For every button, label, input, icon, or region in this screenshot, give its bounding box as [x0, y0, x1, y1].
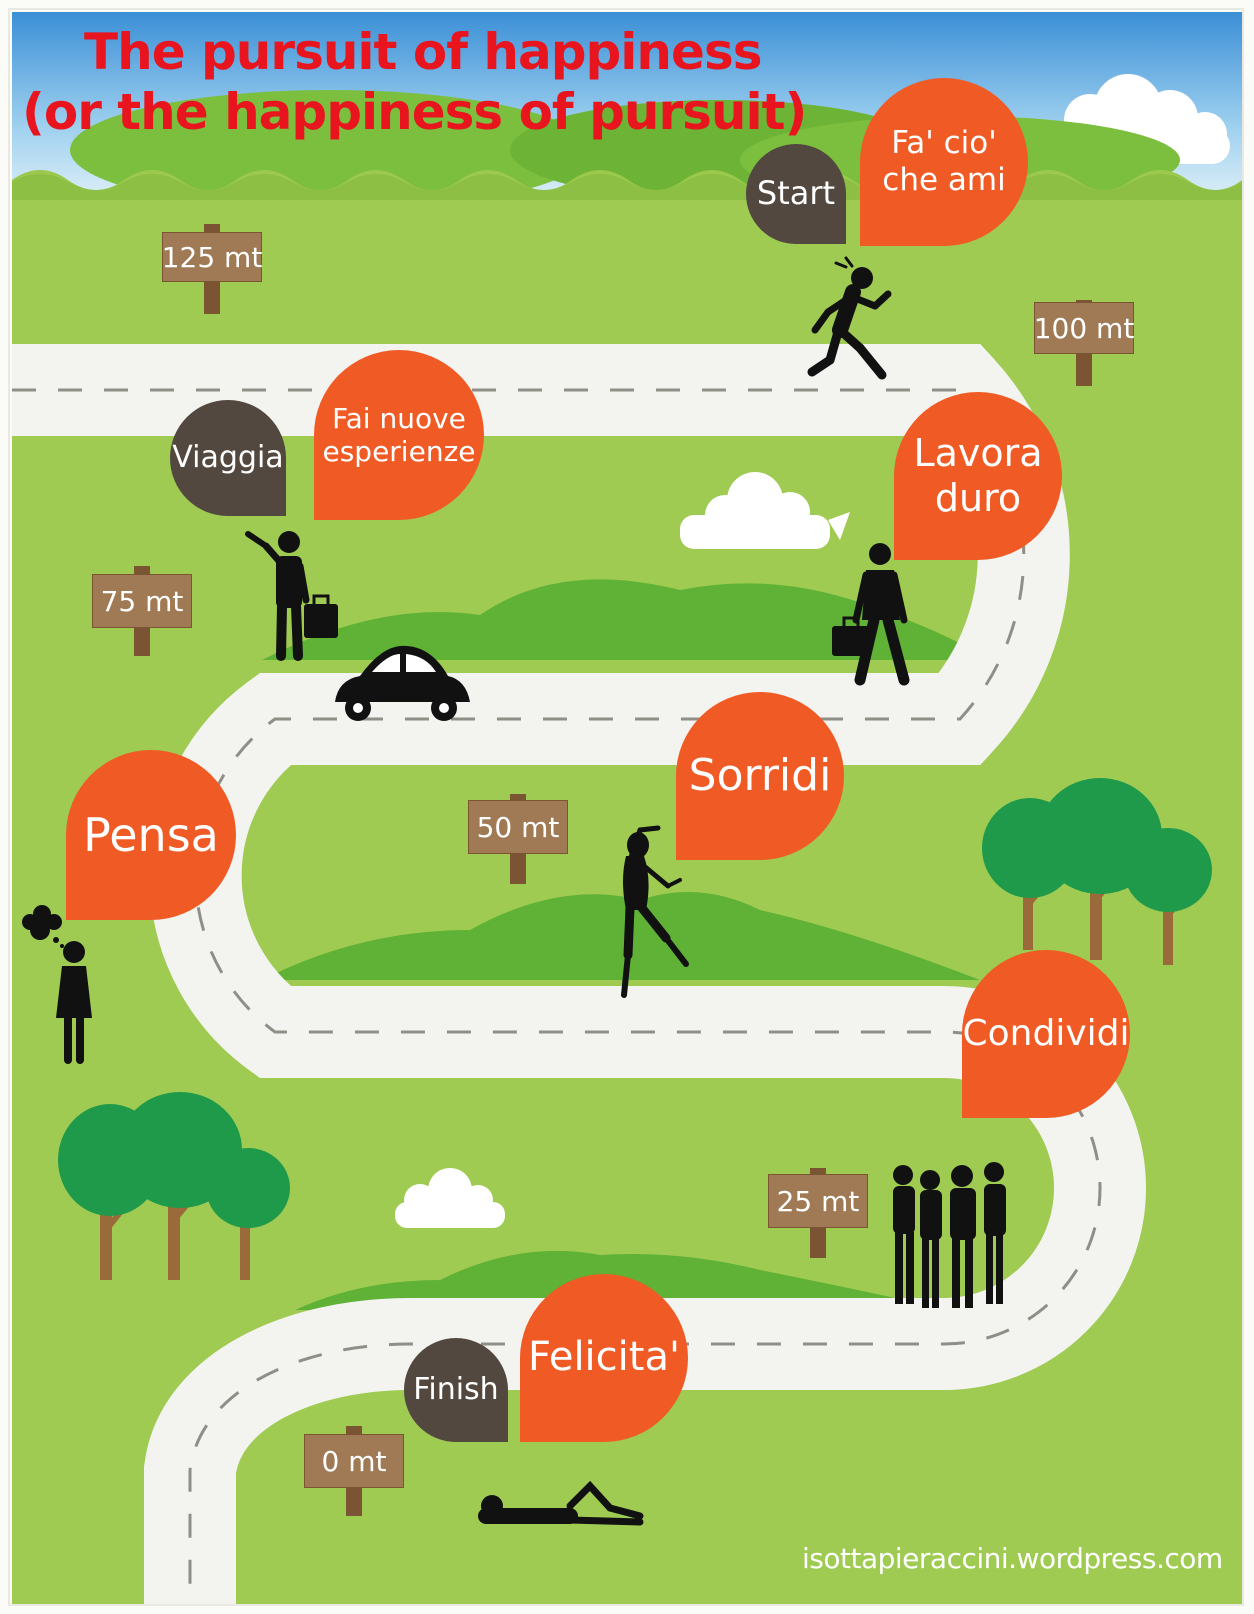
fai-nuove-line-1: Fai nuove	[332, 401, 466, 435]
viaggia-bubble: Viaggia	[170, 400, 286, 516]
cloud-icon	[395, 1168, 505, 1228]
sign-75-label: 75 mt	[100, 584, 184, 618]
tree-icon	[58, 1092, 290, 1280]
cloud-icon	[680, 472, 850, 549]
lying-person-icon	[478, 1480, 644, 1526]
credit-link[interactable]: isottapieraccini.wordpress.com	[802, 1542, 1223, 1575]
lavora-line-1: Lavora	[913, 431, 1043, 476]
lavora-line-2: duro	[934, 476, 1022, 520]
fai-nuove-line-2: esperienze	[322, 435, 476, 468]
traveler-icon	[245, 531, 338, 661]
dancer-icon	[621, 825, 689, 998]
start-label: Start	[756, 174, 836, 213]
fai-nuove-bubble: Fai nuove esperienze	[314, 350, 484, 520]
title-line-2: (or the happiness of pursuit)	[22, 83, 807, 141]
sign-100-label: 100 mt	[1033, 311, 1135, 345]
fa-cio-line-2: che ami	[882, 162, 1006, 198]
viaggia-label: Viaggia	[172, 440, 284, 476]
runner-icon	[807, 256, 892, 380]
condividi-bubble: Condividi	[962, 950, 1130, 1118]
road	[12, 344, 1146, 1604]
fa-cio-line-1: Fa' cio'	[891, 125, 997, 162]
sign-0-label: 0 mt	[321, 1444, 387, 1478]
group-icon	[893, 1162, 1006, 1308]
sorridi-label: Sorridi	[688, 750, 832, 802]
sorridi-bubble: Sorridi	[676, 692, 844, 860]
finish-label: Finish	[413, 1372, 499, 1408]
page-title: The pursuit of happiness (or the happine…	[22, 22, 807, 142]
sign-125-label: 125 mt	[161, 240, 263, 274]
start-bubble: Start	[746, 144, 846, 244]
condividi-label: Condividi	[962, 1012, 1130, 1054]
pensa-bubble: Pensa	[66, 750, 236, 920]
businessman-icon	[832, 543, 910, 686]
felicita-label: Felicita'	[528, 1334, 680, 1381]
car-icon	[335, 645, 470, 721]
felicita-bubble: Felicita'	[520, 1274, 688, 1442]
tree-icon	[982, 778, 1212, 965]
finish-bubble: Finish	[404, 1338, 508, 1442]
pensa-label: Pensa	[83, 807, 219, 862]
fa-cio-bubble: Fa' cio' che ami	[860, 78, 1028, 246]
lavora-bubble: Lavora duro	[894, 392, 1062, 560]
sign-25-label: 25 mt	[776, 1184, 860, 1218]
thinker-icon	[22, 905, 92, 1064]
sign-50-label: 50 mt	[476, 810, 560, 844]
title-line-1: The pursuit of happiness	[84, 23, 762, 81]
